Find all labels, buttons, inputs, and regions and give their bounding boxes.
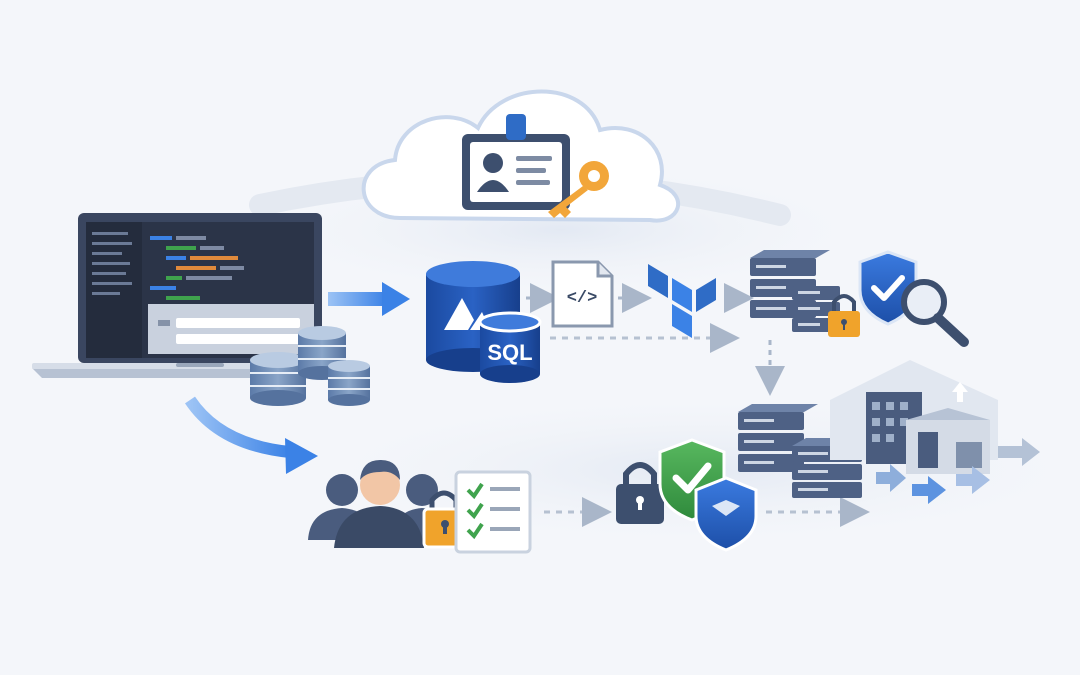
flow-arrow-laptop-to-users [185, 396, 318, 474]
padlock-icon [828, 294, 860, 337]
database-cluster-icon [250, 326, 370, 406]
terraform-logo-icon [648, 264, 716, 338]
security-lock-icon [616, 462, 664, 524]
azure-sql-database-icon: SQL [426, 261, 542, 383]
shield-blue-icon [694, 476, 758, 552]
datacenter-buildings-icon [830, 360, 998, 474]
id-badge-icon [462, 114, 570, 210]
code-file-glyph: </> [567, 289, 598, 308]
search-icon [901, 279, 969, 347]
output-arrows-icon [876, 438, 1040, 504]
flow-arrow-laptop-to-sql [328, 282, 410, 316]
code-file-icon: </> [551, 260, 614, 328]
key-icon [548, 161, 609, 218]
server-rack-icon [750, 250, 840, 332]
laptop-code-editor-icon [32, 213, 360, 378]
sql-label: SQL [487, 340, 532, 365]
checklist-icon [454, 470, 532, 554]
